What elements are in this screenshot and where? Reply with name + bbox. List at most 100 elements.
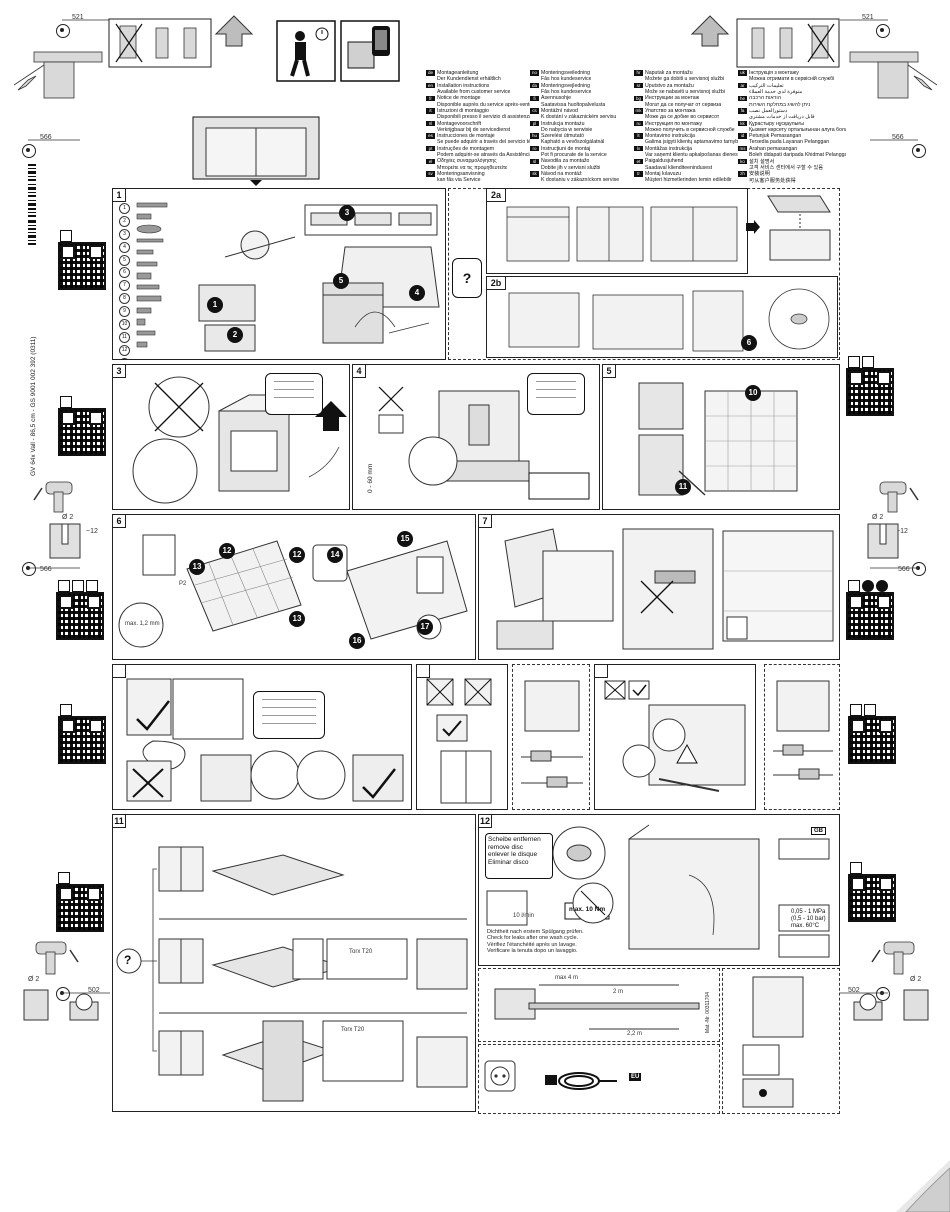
- leak-check-fr: Vérifiez l'étanchéité après un lavage.: [487, 941, 577, 948]
- drill-hole-left-lower: [23, 989, 99, 1021]
- drill-depth-label: ~12: [86, 528, 98, 535]
- language-text: 설치 설명서: [749, 158, 775, 165]
- language-text: Οδηγίες συναρμολόγησης: [437, 158, 497, 165]
- language-row: Dobite jih v servisni službi: [530, 164, 634, 171]
- language-text: Može se nabaviti u servisnoj službi: [645, 89, 725, 96]
- language-text: Boleh didapati daripada Khidmat Pelangga…: [749, 152, 846, 158]
- step-badge: 11: [675, 479, 691, 495]
- language-code: de: [426, 70, 435, 76]
- panel-hose-extension: max 4 m 2 m 2,2 m Mat.-Nr. 00311704: [478, 968, 720, 1042]
- language-text: Saatavissa huoltopalvelusta: [541, 101, 606, 108]
- registration-mark-mid-left: [22, 144, 36, 158]
- language-row: Можно получить в сервисной службе: [634, 127, 738, 133]
- language-row: K dostaniu v zákazníckom servise: [530, 177, 634, 183]
- language-code: [530, 165, 539, 171]
- language-code: es: [426, 133, 435, 139]
- panel7-illustration: [496, 528, 834, 650]
- panel-step-2b: 2b 6: [486, 276, 838, 358]
- panel-side-cladding: [722, 968, 840, 1114]
- language-row: متوفرة لدى خدمة العملاء: [738, 89, 846, 95]
- language-code: sk: [530, 171, 539, 177]
- hose-length: 2 m: [613, 989, 624, 995]
- drill-diameter-label: Ø 2: [872, 514, 884, 521]
- drill-depth-label: ~12: [896, 528, 908, 535]
- language-text: Kapható a vevőszolgálatnál: [541, 139, 605, 146]
- qr-tag-filled: [876, 580, 888, 592]
- question-box: ?: [452, 258, 482, 298]
- language-code: [738, 152, 747, 158]
- language-code: uk: [738, 70, 747, 76]
- language-code: fr: [426, 95, 435, 102]
- registration-mark-top-right: [876, 24, 890, 38]
- qr-tag: [60, 396, 72, 408]
- drill-hole-left-upper: [49, 523, 81, 559]
- dimension-566-lower-left: 566: [40, 566, 52, 573]
- language-code: [426, 127, 435, 133]
- document-code: GV 64x Vall - 86,5 cm - GS 9001 002 392 …: [30, 336, 37, 476]
- language-code: lv: [634, 145, 643, 152]
- language-code: [634, 102, 643, 108]
- language-row: Disponibili presso il servizio di assist…: [426, 114, 530, 120]
- drill-diameter-label: Ø 2: [910, 976, 922, 983]
- adjust-illustration: [604, 680, 746, 792]
- language-text: Naputak za montažu: [645, 70, 693, 77]
- part-number: 1: [119, 203, 130, 214]
- language-code: kk: [738, 120, 747, 127]
- p2-label: P2: [179, 581, 187, 587]
- language-row: ניתן להשיג במחלקת השירות: [738, 101, 846, 108]
- language-row: Müşteri hizmetlerinden temin edilebilir: [634, 177, 738, 183]
- dishwasher-front-illustration: [192, 116, 320, 186]
- language-code: [634, 177, 643, 183]
- language-row: Var saņemt klientu apkalpošanas dienestā: [634, 152, 738, 158]
- language-text: Saadaval klienditeenindusest: [645, 164, 713, 171]
- language-text: متوفرة لدى خدمة العملاء: [749, 89, 803, 96]
- language-text: Notice de montage: [437, 95, 481, 102]
- language-code: hr: [634, 70, 643, 76]
- language-code: [530, 127, 539, 133]
- language-code: sl: [530, 158, 539, 165]
- language-code: [426, 165, 435, 171]
- language-text: Fås hos kundeservice: [541, 89, 592, 96]
- language-row: Der Kundendienst erhältlich: [426, 76, 530, 82]
- language-text: Може да се добие во сервисот: [645, 114, 720, 121]
- qr-tag: [848, 580, 860, 592]
- language-text: Navodila za montažo: [541, 158, 590, 165]
- language-row: Available from customer service: [426, 89, 530, 95]
- language-code: ro: [530, 145, 539, 152]
- hose-max-length: max 4 m: [555, 975, 579, 981]
- language-text: Fås hos kundeservice: [541, 76, 592, 83]
- part-number: 2: [119, 215, 130, 227]
- remove-disc-en: remove disc: [488, 843, 524, 851]
- barcode: [28, 164, 36, 245]
- language-text: Petunjuk Pemasangan: [749, 133, 802, 140]
- parts-illustration: [136, 202, 168, 348]
- language-text: Montavimo instrukcija: [645, 133, 695, 140]
- part-number: 9: [119, 306, 130, 318]
- language-text: Могат да се получат от сервиза: [645, 101, 722, 108]
- language-code: [738, 165, 747, 171]
- panel-detail-dashed-2: [764, 664, 840, 810]
- language-code: da: [530, 82, 539, 89]
- drill-diameter-label: Ø 2: [28, 976, 40, 983]
- qr-tag: [58, 580, 70, 592]
- panel-number: 6: [113, 515, 126, 528]
- language-text: دستورالعمل نصب: [749, 107, 788, 114]
- panel-number: 4: [353, 365, 366, 378]
- panel3-illustration: [132, 376, 347, 504]
- language-text: K dostaniu v zákazníckom servise: [541, 177, 620, 184]
- hose-illustration: [494, 984, 700, 1030]
- panel2a-cabinets-illustration: [506, 206, 738, 262]
- torx-label: Torx T20: [349, 949, 373, 955]
